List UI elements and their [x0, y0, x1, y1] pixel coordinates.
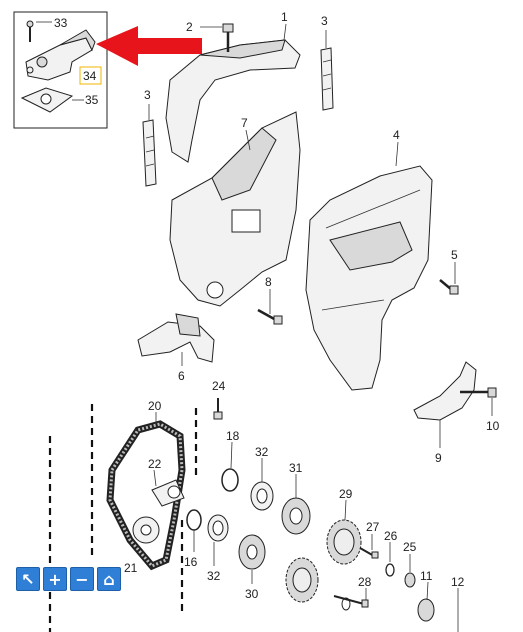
callout-32-top: 32 — [255, 445, 269, 459]
part-29-camshaft-gear[interactable] — [326, 519, 362, 565]
callout-9: 9 — [435, 451, 442, 465]
bolt-8[interactable] — [257, 308, 283, 325]
part-21-pulley[interactable] — [132, 516, 160, 544]
zoom-out-button[interactable]: − — [70, 567, 94, 591]
lower-camshaft-gear[interactable] — [285, 557, 319, 603]
callout-2: 2 — [186, 20, 193, 34]
part-4-rear-cover[interactable] — [305, 165, 433, 391]
part-32-seal-bottom[interactable] — [207, 514, 229, 542]
callout-32-bottom: 32 — [207, 569, 221, 583]
diagram-toolbar: ↖ + − ⌂ — [16, 567, 121, 593]
part-25-nut[interactable] — [404, 572, 416, 588]
callout-6: 6 — [178, 369, 185, 383]
inset-part-35[interactable] — [20, 87, 74, 113]
callout-34: 34 — [83, 69, 97, 83]
bolt-10[interactable] — [460, 387, 497, 398]
part-31-sprocket[interactable] — [281, 497, 311, 535]
callout-25: 25 — [403, 540, 417, 554]
callout-7: 7 — [241, 116, 248, 130]
part-9-lower-cover[interactable] — [413, 361, 477, 421]
part-7-inner-cover[interactable] — [169, 111, 301, 307]
highlight-box-34 — [79, 66, 102, 85]
callout-10: 10 — [486, 419, 500, 433]
inset-bolt-33[interactable] — [26, 20, 34, 42]
part-16-washer[interactable] — [186, 509, 202, 531]
callout-3-left: 3 — [144, 88, 151, 102]
zoom-in-button[interactable]: + — [43, 567, 67, 591]
callout-18: 18 — [226, 429, 240, 443]
part-11-pulley[interactable] — [417, 598, 435, 622]
part-28-bolt[interactable] — [333, 595, 369, 611]
callout-28: 28 — [358, 575, 372, 589]
callout-33: 33 — [54, 16, 68, 30]
part-6-bracket[interactable] — [137, 313, 215, 363]
callout-8: 8 — [265, 275, 272, 289]
clip-3-left[interactable] — [142, 119, 157, 187]
callout-26: 26 — [384, 529, 398, 543]
callout-11: 11 — [420, 569, 433, 583]
callout-22: 22 — [148, 457, 162, 471]
clip-3-right[interactable] — [320, 47, 334, 111]
red-arrow-icon — [96, 26, 202, 66]
part-26-washer[interactable] — [385, 563, 395, 577]
inset-part-34[interactable] — [25, 29, 96, 81]
part-30-sprocket[interactable] — [238, 534, 266, 570]
part-20-timing-belt[interactable] — [106, 420, 186, 571]
part-27-bolt[interactable] — [359, 547, 379, 559]
callout-20: 20 — [148, 399, 162, 413]
dashed-reference-lines — [48, 404, 198, 632]
callout-21: 21 — [124, 561, 138, 575]
callout-3-right: 3 — [321, 14, 328, 28]
part-22-tensioner[interactable] — [151, 479, 185, 507]
callout-30: 30 — [245, 587, 259, 601]
part-18-washer[interactable] — [221, 468, 239, 492]
callout-1: 1 — [281, 10, 288, 24]
part-1-upper-cover[interactable] — [165, 39, 301, 163]
callout-27: 27 — [366, 520, 380, 534]
callout-29: 29 — [339, 487, 353, 501]
callout-24: 24 — [212, 379, 226, 393]
callout-5: 5 — [451, 248, 458, 262]
callout-35: 35 — [85, 93, 99, 107]
callout-4: 4 — [393, 128, 400, 142]
home-button[interactable]: ⌂ — [97, 567, 121, 591]
bolt-2[interactable] — [222, 23, 234, 52]
callout-12: 12 — [451, 575, 465, 589]
callout-31: 31 — [289, 461, 303, 475]
bolt-24[interactable] — [213, 398, 223, 420]
callout-16: 16 — [184, 555, 198, 569]
pointer-icon[interactable]: ↖ — [16, 567, 40, 591]
part-32-seal-top[interactable] — [250, 481, 274, 511]
bolt-5[interactable] — [439, 279, 459, 295]
